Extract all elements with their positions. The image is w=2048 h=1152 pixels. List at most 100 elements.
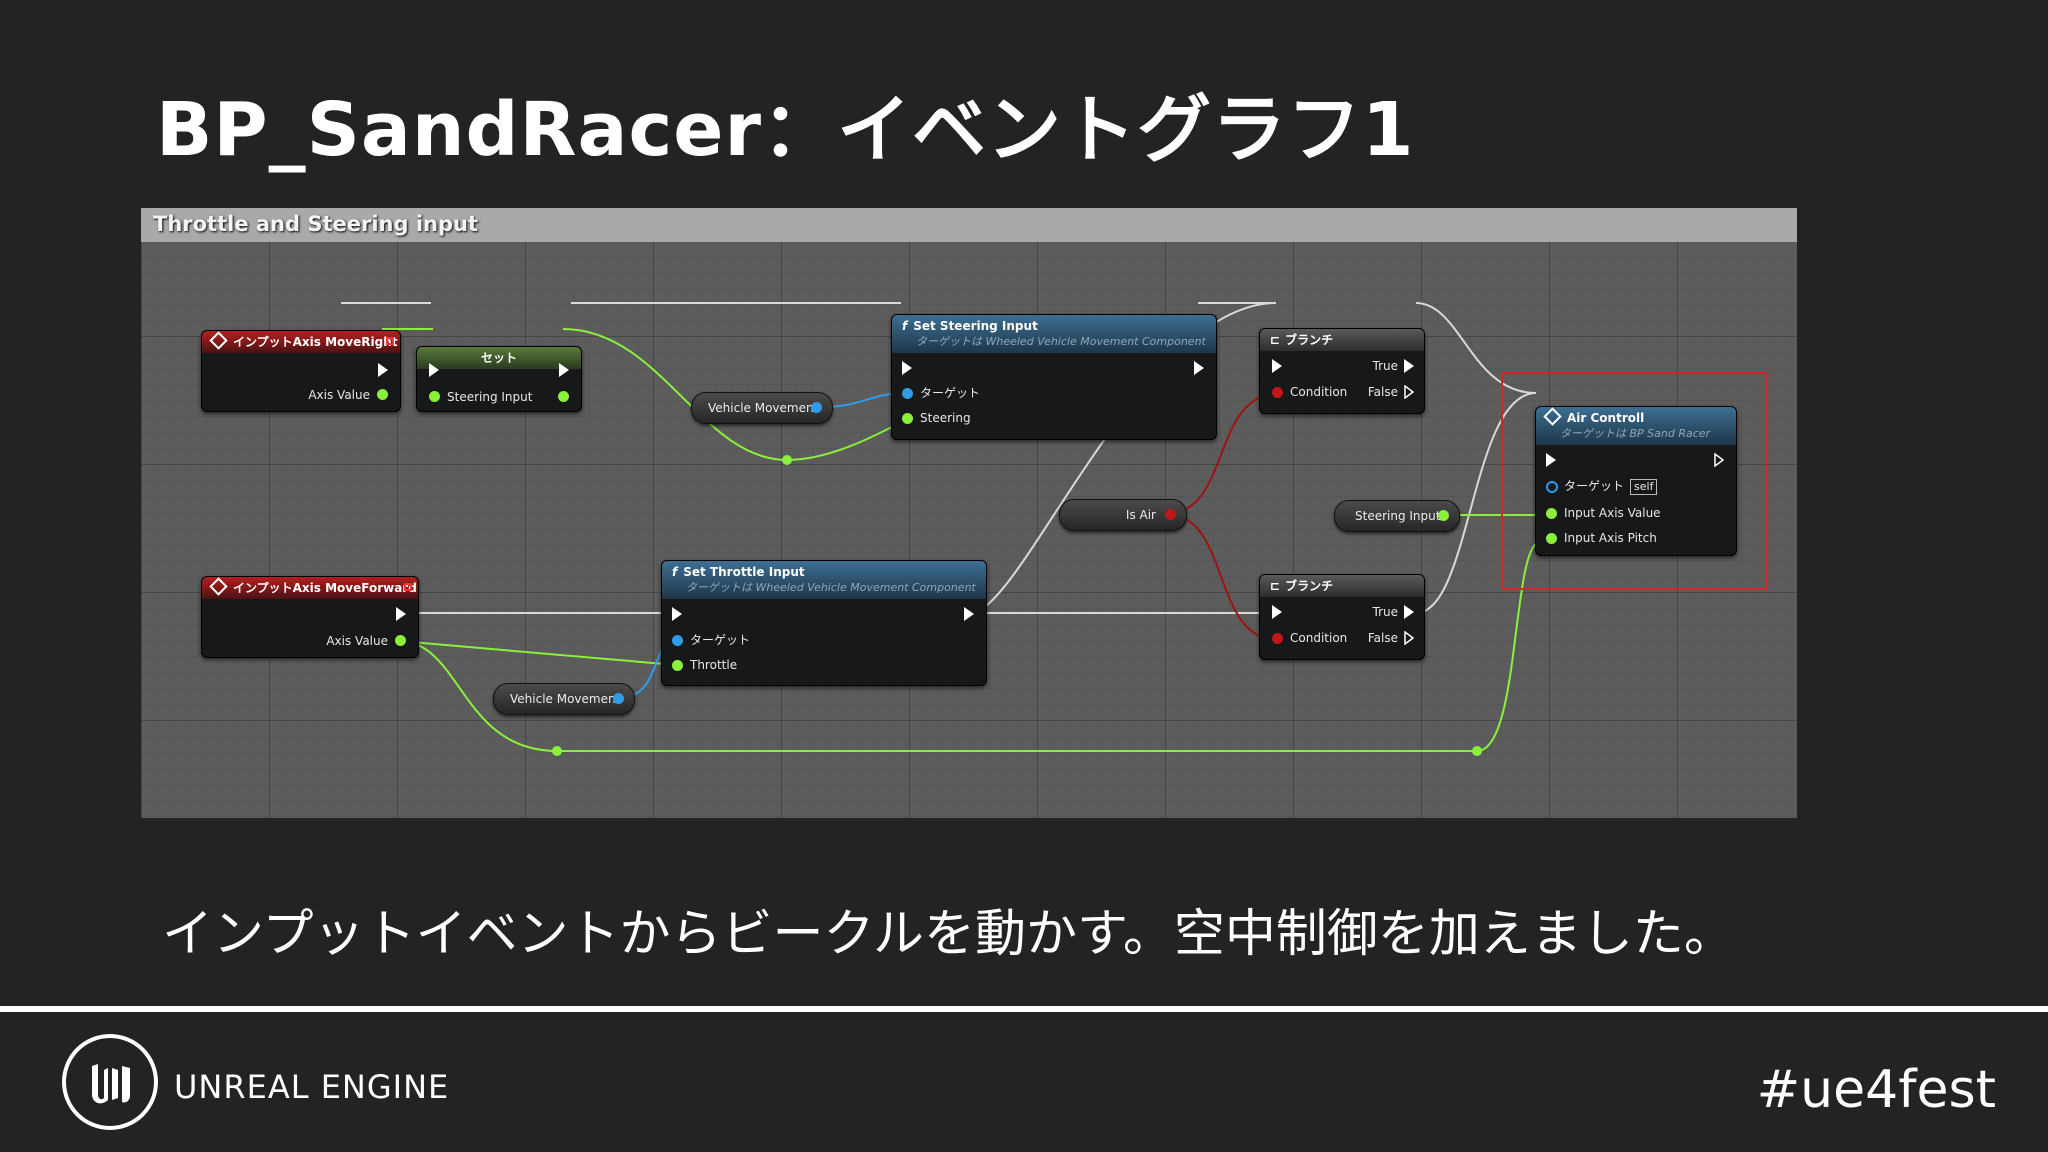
var-label: Steering Input xyxy=(1355,509,1441,523)
set-steering-var-node[interactable]: セット Steering Input xyxy=(416,346,582,412)
unreal-engine-logo-icon xyxy=(62,1034,158,1130)
node-title: Set Steering Input xyxy=(913,319,1038,333)
true-label: True xyxy=(1372,359,1399,373)
node-title: Air Controll xyxy=(1567,411,1645,425)
throttle-label: Throttle xyxy=(690,658,738,672)
reroute-node-2 xyxy=(552,746,562,756)
var-label: Vehicle Movement xyxy=(510,692,621,706)
exec-out-pin[interactable] xyxy=(396,607,406,621)
self-box[interactable]: self xyxy=(1630,479,1658,495)
vehicle-movement-out-pin[interactable] xyxy=(613,693,624,704)
target-pin[interactable] xyxy=(672,635,683,646)
false-label: False xyxy=(1367,631,1398,645)
true-exec-pin[interactable] xyxy=(1404,359,1414,373)
node-subtitle: ターゲットは BP Sand Racer xyxy=(1560,427,1711,440)
steering-input-out-pin[interactable] xyxy=(1438,510,1449,521)
node-title: インプットAxis MoveRight xyxy=(233,335,398,349)
input-axis-moveforward-node[interactable]: インプットAxis MoveForward Axis Value xyxy=(201,576,419,658)
set-throttle-input-node[interactable]: f Set Throttle Input ターゲットは Wheeled Vehicl… xyxy=(661,560,987,686)
condition-pin[interactable] xyxy=(1272,387,1283,398)
exec-wire-branch2-air xyxy=(1415,392,1537,614)
exec-in-pin[interactable] xyxy=(429,363,439,377)
input-axis-pitch-pin[interactable] xyxy=(1546,533,1557,544)
event-icon xyxy=(209,577,228,596)
axis-value-pin[interactable] xyxy=(395,635,406,646)
exec-in-pin[interactable] xyxy=(672,607,682,621)
input-axis-pitch-label: Input Axis Pitch xyxy=(1564,531,1657,545)
target-label: ターゲット xyxy=(920,386,981,400)
wires-layer xyxy=(341,302,1542,756)
steering-pin[interactable] xyxy=(902,413,913,424)
hashtag: #ue4fest xyxy=(1756,1060,1996,1120)
exec-out-pin[interactable] xyxy=(1714,453,1724,467)
event-icon xyxy=(209,331,228,350)
vehicle-movement-out-pin[interactable] xyxy=(811,402,822,413)
exec-wire-branch1-air xyxy=(1415,302,1537,394)
target-pin[interactable] xyxy=(902,388,913,399)
input-axis-value-label: Input Axis Value xyxy=(1564,506,1661,520)
axis-value-label: Axis Value xyxy=(308,388,370,402)
exec-in-pin[interactable] xyxy=(902,361,912,375)
exec-in-pin[interactable] xyxy=(1272,605,1282,619)
comment-box-header[interactable]: Throttle and Steering input xyxy=(141,208,1797,242)
float-wire-axis-throttle xyxy=(398,640,677,666)
input-axis-value-pin[interactable] xyxy=(1546,508,1557,519)
node-subtitle: ターゲットは Wheeled Vehicle Movement Componen… xyxy=(686,581,976,594)
false-exec-pin[interactable] xyxy=(1404,631,1414,645)
slide-title: BP_SandRacer：イベントグラフ1 xyxy=(156,87,1415,173)
axis-value-label: Axis Value xyxy=(326,634,388,648)
condition-pin[interactable] xyxy=(1272,633,1283,644)
vehicle-movement-var-2[interactable]: Vehicle Movement xyxy=(493,683,635,715)
exec-out-pin[interactable] xyxy=(378,363,388,377)
exec-wire-throttle-branch2 xyxy=(970,302,1277,614)
exec-out-pin[interactable] xyxy=(1194,361,1204,375)
axis-value-pin[interactable] xyxy=(377,389,388,400)
var-label: Is Air xyxy=(1125,508,1156,522)
steering-label: Steering xyxy=(920,411,971,425)
condition-label: Condition xyxy=(1290,631,1348,645)
target-pin[interactable] xyxy=(1546,481,1558,493)
function-icon: f xyxy=(672,565,678,579)
footer xyxy=(0,1012,2048,1152)
exec-in-pin[interactable] xyxy=(1272,359,1282,373)
steering-input-out-pin[interactable] xyxy=(558,391,569,402)
node-subtitle: ターゲットは Wheeled Vehicle Movement Componen… xyxy=(916,335,1206,348)
footer-divider xyxy=(0,1006,2048,1012)
highlight-box xyxy=(1501,372,1767,590)
is-air-out-pin[interactable] xyxy=(1165,509,1176,520)
exec-out-pin[interactable] xyxy=(964,607,974,621)
delegate-pin-icon[interactable] xyxy=(404,583,412,591)
comment-title: Throttle and Steering input xyxy=(153,212,479,236)
branch-icon: ⊏ xyxy=(1270,333,1281,347)
branch-node-2[interactable]: ⊏ブランチ True Condition False xyxy=(1259,574,1425,660)
float-wire-axis-pitch xyxy=(398,540,1542,752)
blueprint-graph[interactable]: Throttle and Steering input インプットAxis Mo… xyxy=(141,208,1797,818)
exec-out-pin[interactable] xyxy=(559,363,569,377)
exec-in-pin[interactable] xyxy=(1546,453,1556,467)
slide-caption: インプットイベントからビークルを動かす。空中制御を加えました。 xyxy=(162,905,1735,964)
node-title: セット xyxy=(480,351,517,365)
is-air-var[interactable]: Is Air xyxy=(1059,499,1187,531)
throttle-pin[interactable] xyxy=(672,660,683,671)
reroute-node-1 xyxy=(782,455,792,465)
true-exec-pin[interactable] xyxy=(1404,605,1414,619)
node-title: Set Throttle Input xyxy=(683,565,805,579)
brand-wordmark: UNREAL ENGINE xyxy=(174,1068,450,1106)
input-axis-moveright-node[interactable]: インプットAxis MoveRight Axis Value xyxy=(201,330,401,412)
false-exec-pin[interactable] xyxy=(1404,385,1414,399)
steering-input-in-pin[interactable] xyxy=(429,391,440,402)
var-label: Vehicle Movement xyxy=(708,401,819,415)
reroute-node-3 xyxy=(1472,746,1482,756)
bool-wire-isair-branch1 xyxy=(1165,393,1279,515)
target-label: ターゲット xyxy=(690,633,751,647)
vehicle-movement-var-1[interactable]: Vehicle Movement xyxy=(691,392,833,424)
bool-wire-isair-branch2 xyxy=(1165,513,1279,641)
branch-node-1[interactable]: ⊏ブランチ True Condition False xyxy=(1259,328,1425,414)
steering-input-var[interactable]: Steering Input xyxy=(1334,500,1460,532)
delegate-pin-icon[interactable] xyxy=(386,337,394,345)
true-label: True xyxy=(1372,605,1399,619)
condition-label: Condition xyxy=(1290,385,1348,399)
